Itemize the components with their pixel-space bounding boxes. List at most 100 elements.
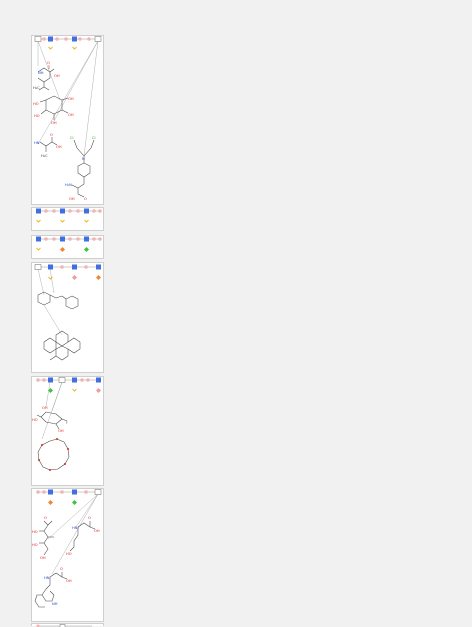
atom-label: OH [69,197,75,201]
atom-label: NH [38,71,44,75]
sequence-graph-1: NH OH O H₃C HO OH OH OH HO HN O OH H₃C C… [32,36,105,206]
atom-label: OH [68,97,74,101]
blue-square-node [72,378,77,383]
atom-label: HO [33,102,39,106]
blue-square-node [36,209,41,214]
atom-label: HO [32,418,38,422]
blue-square-node [60,237,65,242]
atom-label: O [50,133,53,137]
sequence-graph-5: OH F OH HO [32,377,105,487]
blue-square-node [48,378,53,383]
pink-circle-node [76,209,80,213]
atom-label: OH [94,529,100,533]
blue-square-node [72,37,77,42]
molecule-sugar-chain [39,521,54,555]
white-square-node [35,37,41,42]
pink-circle-node [86,378,90,382]
pink-circle-node [42,490,46,494]
white-square-node [95,37,101,42]
pink-circle-node [64,37,68,41]
pink-circle-node [44,237,48,241]
white-square-node [35,265,41,270]
molecule-alanine [40,137,57,152]
green-diamond-mark [84,247,89,252]
atom-label: H₂N [65,183,72,187]
yellow-chevron-mark [37,248,41,250]
blue-square-node [60,209,65,214]
blue-square-node [72,265,77,270]
blue-square-node [48,37,53,42]
molecule-fluoro-sugar [37,412,67,429]
sequence-graph-2 [32,208,105,232]
atom-label: OH [66,579,72,583]
sequence-graph-6: O HO HO OH HN O OH HO HN O OH NH [32,489,105,623]
pink-circle-node [52,209,56,213]
atom-label: OH [51,121,57,125]
blue-square-node [96,265,101,270]
pink-circle-node [76,237,80,241]
panel-amino-acid-sugar-mustard: NH OH O H₃C HO OH OH OH HO HN O OH H₃C C… [31,35,104,205]
yellow-chevron-mark [37,220,41,222]
pink-circle-node [92,237,96,241]
atom-label: HO [32,543,38,547]
sequence-track [35,37,101,50]
pink-circle-node [80,378,84,382]
atom-label: O [84,197,87,201]
blue-square-node [84,209,89,214]
pink-circle-node [60,265,64,269]
white-square-node [59,378,65,383]
yellow-chevron-mark [49,47,53,49]
atom-label: OH [68,113,74,117]
atom-label: H₃C [33,86,40,90]
pink-circle-node [84,490,88,494]
pink-circle-node [68,237,72,241]
atom-label: Cl [92,136,96,140]
blue-square-node [84,237,89,242]
pink-circle-node [78,37,82,41]
pink-circle-node [42,378,46,382]
atom-label: HO [66,552,72,556]
orange-diamond-mark [60,247,65,252]
molecule-tryptophan [35,572,67,607]
atom-label: HN [72,526,78,530]
atom-label: Cl [70,136,74,140]
pink-circle-node [98,237,102,241]
pink-circle-node [68,209,72,213]
atom-label: N [82,157,85,161]
molecule-nitrogen-mustard [72,140,94,197]
pink-circle-node [52,237,56,241]
panel-aromatic [31,262,104,373]
salmon-diamond-mark [72,275,77,280]
yellow-chevron-mark [85,220,89,222]
atom-label: NH [52,602,58,606]
orange-diamond-mark [48,500,53,505]
pink-circle-node [55,37,59,41]
pink-circle-node [36,490,40,494]
atom-label: H₃C [41,154,48,158]
atom-label: OH [56,145,62,149]
atom-label: OH [58,429,64,433]
panel-sequence-3 [31,235,104,259]
yellow-chevron-mark [73,389,77,391]
pink-circle-node [87,37,91,41]
molecule-crown-ether [38,439,69,470]
atom-label: OH [54,74,60,78]
blue-square-node [96,378,101,383]
panel-sequence-2 [31,207,104,231]
molecule-triphenylene [44,331,80,360]
pink-circle-node [60,490,64,494]
salmon-diamond-mark [96,388,101,393]
yellow-chevron-mark [73,47,77,49]
atom-label: O [44,516,47,520]
atom-label: HN [44,576,50,580]
blue-square-node [48,265,53,270]
pink-circle-node [92,209,96,213]
atom-label: HO [32,530,38,534]
atom-label: OH [40,556,46,560]
atom-label: HO [34,114,40,118]
panel-sugar-peptide: O HO HO OH HN O OH HO HN O OH NH [31,488,104,622]
atom-label: O [88,516,91,520]
green-diamond-mark [72,500,77,505]
pink-circle-node [84,265,88,269]
panel-sugar-crown-ether: OH F OH HO [31,376,104,486]
